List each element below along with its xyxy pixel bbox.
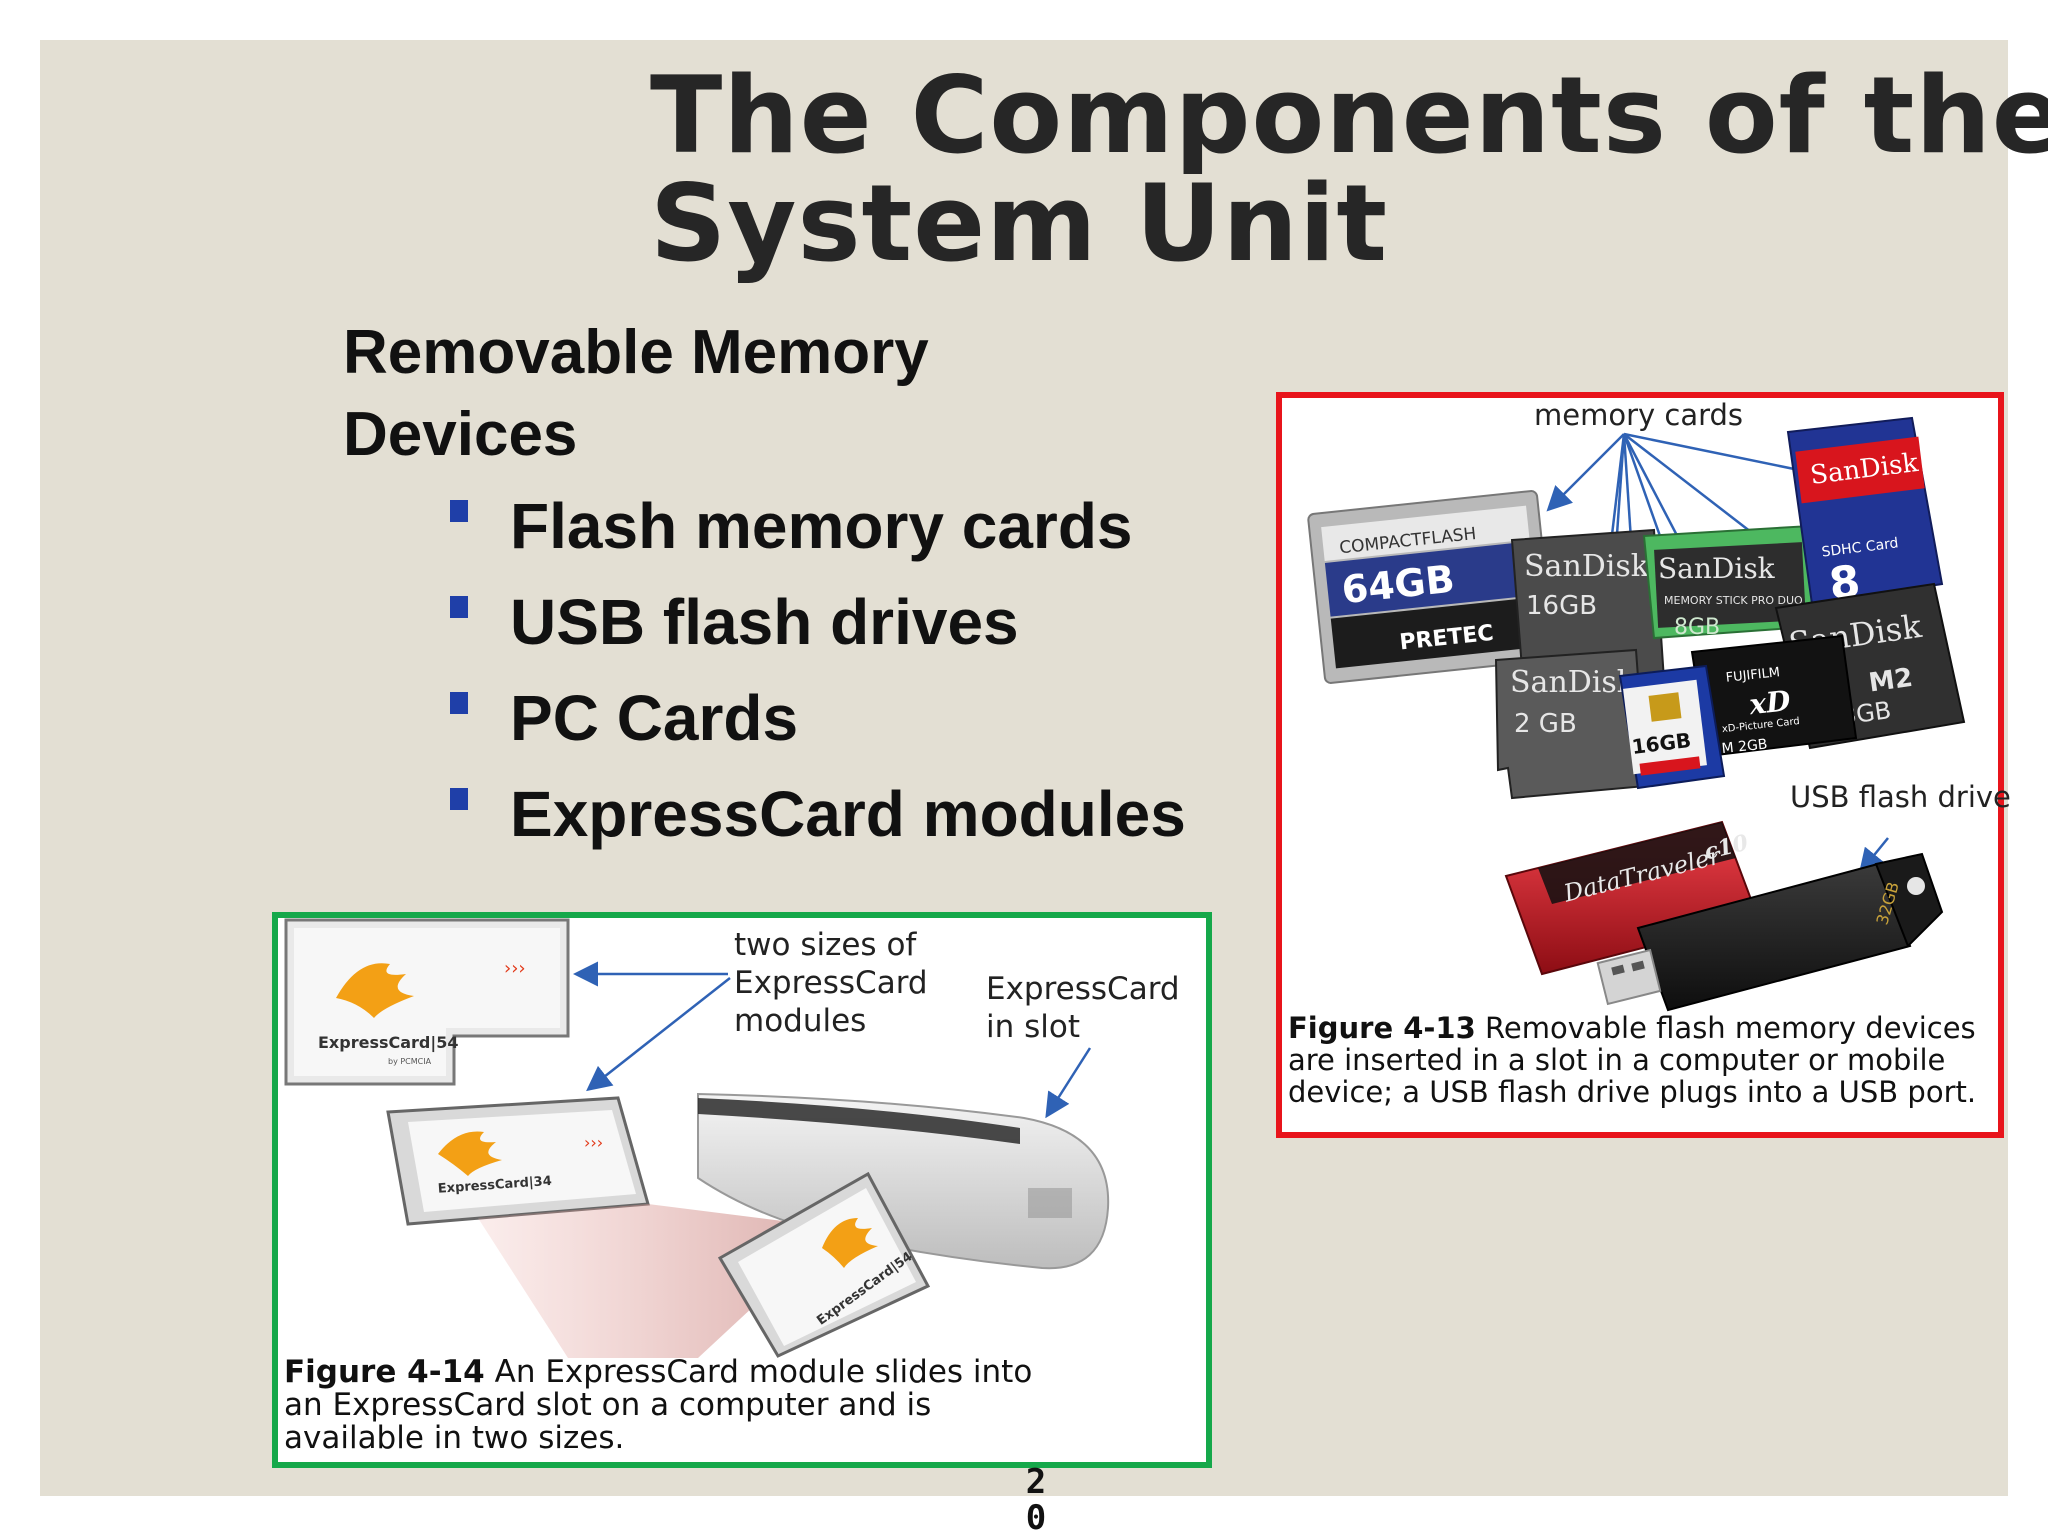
label-memory-cards: memory cards xyxy=(1534,398,1744,432)
expresscard-54-module: ››› ExpressCard|54 by PCMCIA xyxy=(284,918,570,1086)
figure-4-13: memory cards USB flash drive xyxy=(1276,392,2011,1138)
svg-text:xD: xD xyxy=(1747,684,1793,721)
xd-picture-card: FUJIFILM xD xD-Picture Card M 2GB xyxy=(1690,634,1858,757)
bullet-item: ExpressCard modules xyxy=(450,772,1210,856)
figure-4-14-caption: Figure 4-14 An ExpressCard module slides… xyxy=(284,1354,1033,1456)
sdhc-card: SanDisk SDHC Card 8 xyxy=(1786,416,1944,610)
figure-4-13-caption: Figure 4-13 Removable flash memory devic… xyxy=(1288,1011,1977,1109)
bullet-square-icon xyxy=(450,692,468,714)
svg-text:MEMORY STICK PRO DUO: MEMORY STICK PRO DUO xyxy=(1664,594,1803,607)
compactflash-card: COMPACTFLASH 64GB PRETEC xyxy=(1307,490,1555,684)
label-expresscard-in-slot: ExpressCard in slot xyxy=(986,971,1180,1045)
bullet-list: Flash memory cards USB flash drives PC C… xyxy=(450,484,1210,868)
svg-text:›››: ››› xyxy=(584,1133,603,1152)
svg-text:by PCMCIA: by PCMCIA xyxy=(388,1057,432,1066)
bullet-square-icon xyxy=(450,500,468,522)
title-line-1: The Components of the xyxy=(650,54,2048,177)
expresscard-inserted: ExpressCard|54 xyxy=(717,1171,931,1358)
bullet-square-icon xyxy=(450,596,468,618)
svg-text:SanDisk: SanDisk xyxy=(1524,549,1650,584)
bullet-item: USB flash drives xyxy=(450,580,1210,664)
label-usb-flash-drive: USB flash drive xyxy=(1790,780,2011,814)
svg-text:8GB: 8GB xyxy=(1674,615,1720,640)
label-arrows xyxy=(573,961,1092,1119)
bullet-square-icon xyxy=(450,788,468,810)
usb-flash-drive: DataTraveler c10 32GB xyxy=(1504,820,1944,1012)
expresscard-illustration: ››› ExpressCard|54 by PCMCIA ››› Express… xyxy=(284,918,1110,1358)
slide-number: 2 0 xyxy=(1025,1462,1047,1538)
label-two-sizes: two sizes of ExpressCard modules xyxy=(734,927,928,1039)
bullet-item: PC Cards xyxy=(450,676,1210,760)
subheading: Removable Memory Devices xyxy=(343,318,929,469)
slide-title: The Components of the System Unit xyxy=(650,62,2048,278)
bullet-item: Flash memory cards xyxy=(450,484,1210,568)
figure-4-14: two sizes of ExpressCard modules Express… xyxy=(272,912,1212,1468)
svg-text:SanDisk: SanDisk xyxy=(1510,665,1636,700)
svg-text:M 2GB: M 2GB xyxy=(1721,736,1768,757)
svg-text:›››: ››› xyxy=(504,958,526,979)
svg-text:2 GB: 2 GB xyxy=(1514,709,1577,739)
svg-text:ExpressCard|54: ExpressCard|54 xyxy=(318,1033,458,1053)
svg-text:M2: M2 xyxy=(1867,663,1915,699)
expresscard-34-module: ››› ExpressCard|34 xyxy=(386,1096,650,1226)
sandisk-2gb-card: SanDisk 2 GB xyxy=(1494,648,1648,800)
title-line-2: System Unit xyxy=(650,162,1388,285)
svg-text:FUJIFILM: FUJIFILM xyxy=(1725,665,1781,686)
svg-text:SanDisk: SanDisk xyxy=(1658,552,1776,585)
sdhc-16gb-card: 16GB xyxy=(1618,664,1726,790)
svg-text:16GB: 16GB xyxy=(1526,591,1597,621)
memory-cards-illustration: COMPACTFLASH 64GB PRETEC SanDisk 16GB Sa… xyxy=(1307,416,1966,1012)
